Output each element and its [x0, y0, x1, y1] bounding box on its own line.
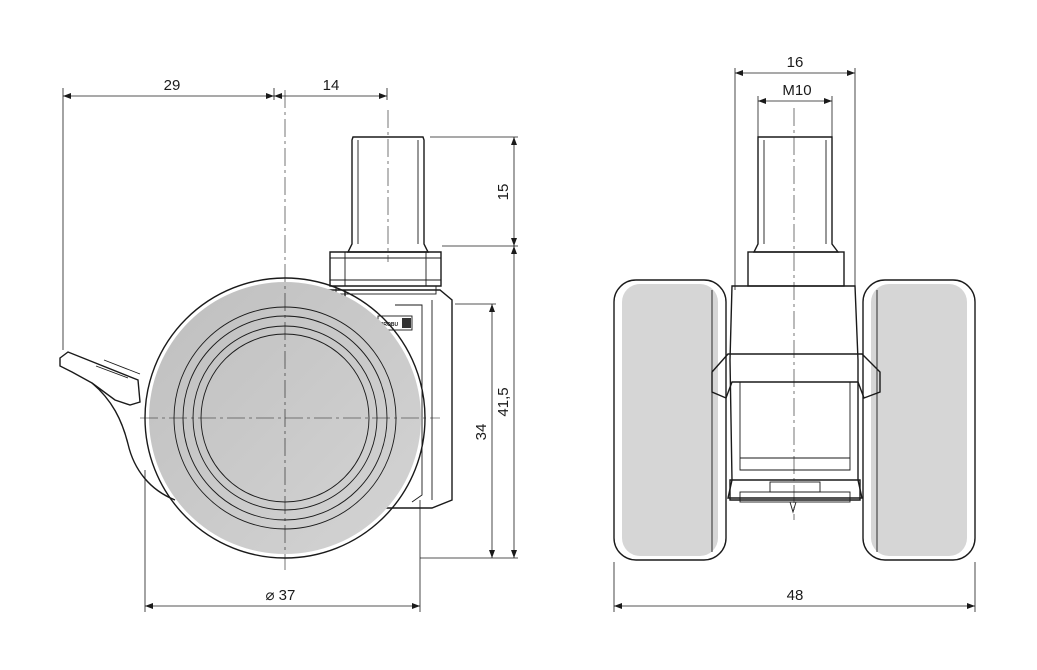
- dim-label-29: 29: [164, 77, 181, 94]
- front-stem: [752, 136, 840, 253]
- front-housing: [727, 285, 863, 499]
- dim-label-34: 34: [473, 424, 490, 441]
- front-nut: [747, 251, 845, 287]
- dim-label-16: 16: [787, 54, 804, 71]
- front-base: [729, 479, 861, 501]
- brake-pedal: [59, 351, 141, 406]
- right-wheel: [862, 279, 976, 561]
- dim-label-37: 37: [279, 587, 296, 604]
- logo-mark: [402, 318, 411, 328]
- dim-label-41-5: 41,5: [495, 387, 512, 416]
- dim-label-15: 15: [495, 184, 512, 201]
- front-view: 16 M10 48: [613, 54, 976, 612]
- dim-label-14: 14: [323, 77, 340, 94]
- threaded-stem: [346, 136, 430, 253]
- hex-nut: [329, 251, 442, 287]
- brake-arm: [91, 382, 176, 501]
- dim-label-48: 48: [787, 587, 804, 604]
- dim-label-m10: M10: [782, 82, 811, 99]
- left-wheel: [613, 279, 727, 561]
- side-view: PROBU: [59, 77, 518, 612]
- dim-diameter-symbol: ⌀: [265, 587, 274, 604]
- front-bracket: [711, 353, 881, 399]
